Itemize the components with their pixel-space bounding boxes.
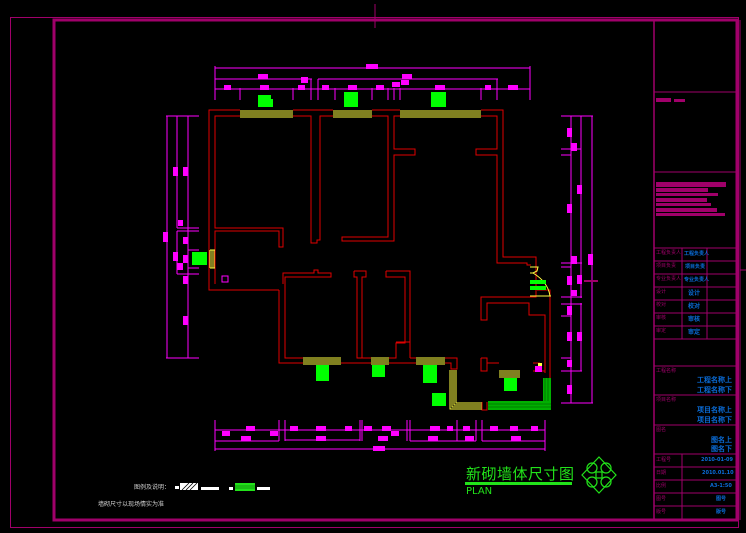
- tb-item-line1: 项目名称上: [697, 406, 732, 414]
- top-dimension-labels: [224, 64, 518, 90]
- tb-label-discipline-lead: 专业负责人: [656, 276, 682, 282]
- tb-value-item-lead: 项目负责: [685, 264, 706, 270]
- fixture-blocks: [192, 92, 546, 406]
- tb-label-review: 审核: [656, 315, 667, 321]
- tb-label-version: 版号: [656, 509, 667, 515]
- tb-project-line1: 工程名称上: [697, 376, 732, 384]
- tb-drawing-line2: 图名下: [711, 445, 732, 453]
- tb-label-drawing-name: 图名: [656, 427, 667, 433]
- tb-label-project-name: 工程名称: [656, 368, 677, 374]
- window-bottom-3: [416, 357, 445, 365]
- tb-value-date: 2010.01.10: [702, 470, 734, 476]
- tb-label-job-no: 工程号: [656, 457, 672, 463]
- tb-value-scale: A3-1:50: [710, 483, 732, 489]
- tb-item-line2: 项目名称下: [697, 416, 732, 424]
- tb-label-check: 校对: [656, 302, 667, 308]
- tb-project-line2: 工程名称下: [697, 386, 732, 394]
- title-decoration: [465, 456, 617, 494]
- tb-label-project-lead: 工程负责人: [656, 250, 682, 256]
- left-dimension-labels: [163, 167, 188, 325]
- tb-label-item-name: 项目名称: [656, 397, 677, 403]
- window-bottom-4: [499, 370, 520, 378]
- tb-value-job-no: 2010-01-09: [701, 457, 733, 463]
- window-left: [209, 249, 215, 269]
- tb-value-drawing-no: 图号: [716, 496, 727, 502]
- tb-value-version: 版号: [716, 509, 727, 515]
- bottom-dimension-labels: [222, 426, 538, 451]
- tb-label-drawing-no: 图号: [656, 496, 667, 502]
- tb-value-check: 校对: [688, 303, 701, 310]
- tb-label-scale: 比例: [656, 483, 667, 489]
- drawing-frame: [10, 4, 746, 528]
- window-top-2: [333, 110, 372, 118]
- windows: [209, 110, 551, 410]
- green-hatched-wall: [488, 378, 551, 410]
- window-top-3: [400, 110, 481, 118]
- drawing-title: 新砌墙体尺寸图: [466, 465, 575, 483]
- tb-label-design: 设计: [656, 289, 667, 295]
- left-dimension-lines: [166, 115, 199, 359]
- legend-label: 图例及说明：: [134, 484, 171, 491]
- tb-label-approve: 审定: [656, 328, 667, 334]
- window-top-1: [240, 110, 293, 118]
- tb-value-review: 审核: [688, 316, 701, 323]
- window-bottom-1: [303, 357, 341, 365]
- tb-value-project-lead: 工程负责人: [684, 251, 710, 257]
- legend-note: 墙砌尺寸以现场情实为准: [98, 501, 165, 508]
- window-corner-L: [449, 370, 482, 410]
- tb-label-date: 日期: [656, 470, 667, 476]
- tb-value-discipline-lead: 专业负责人: [684, 277, 710, 283]
- tb-label-item-lead: 项目负责: [656, 263, 677, 269]
- title-block-placeholder-bars: [656, 98, 726, 216]
- legend-swatches: [175, 482, 270, 491]
- right-dimension-labels: [567, 128, 593, 394]
- tb-value-approve: 审定: [688, 329, 701, 336]
- title-block-grid: [654, 91, 736, 519]
- tb-drawing-line1: 图名上: [711, 436, 732, 444]
- drawing-subtitle: PLAN: [466, 486, 493, 497]
- tb-value-design: 设计: [688, 290, 701, 297]
- window-bottom-2: [371, 357, 389, 365]
- top-dimension-lines: [214, 66, 531, 100]
- small-markers: [221, 275, 542, 372]
- compass-icon: [581, 456, 617, 494]
